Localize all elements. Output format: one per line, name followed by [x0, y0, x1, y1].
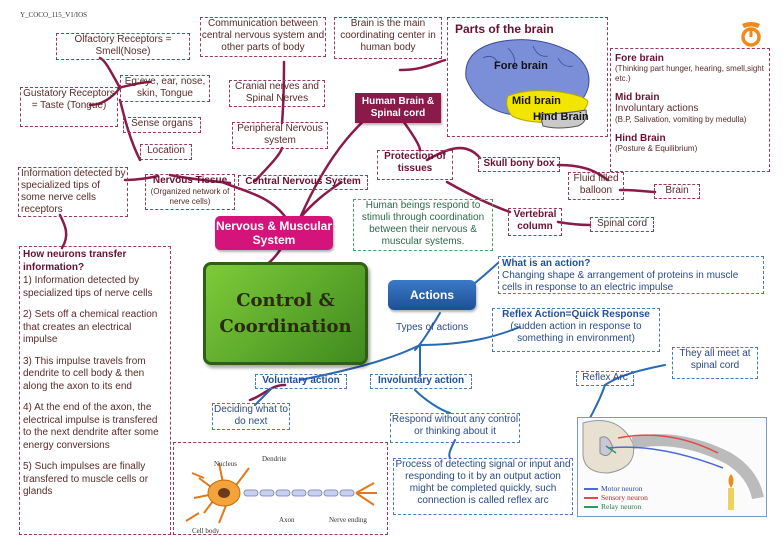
legend-sensory-text: Sensory neuron — [601, 493, 648, 502]
reflex-arc-illustration — [582, 420, 764, 510]
gustatory-box: Gustatory Receptors = Taste (Tongue) — [20, 87, 118, 127]
involuntary-box: Involuntary action — [370, 374, 472, 389]
cns-box: Central Nervous System — [238, 175, 368, 190]
brand-logo — [736, 18, 766, 48]
mid-desc2: (B.P, Salivation, vomiting by medulla) — [615, 115, 747, 124]
skull-box: Skull bony box — [478, 157, 560, 172]
nervous-tissue-title: Nervous Tissue — [152, 175, 228, 186]
legend-sensory: Sensory neuron — [584, 493, 648, 502]
reflex-arc-diagram: Motor neuron Sensory neuron Relay neuron — [577, 417, 767, 517]
process-box: Process of detecting signal or input and… — [393, 458, 573, 515]
center-title-box: Control & Coordination — [203, 262, 368, 365]
brain-mid-label: Mid brain — [512, 95, 561, 107]
mid-desc1: Involuntary actions — [615, 103, 699, 114]
transfer-step3: 3) This impulse travels from dendrite to… — [23, 355, 146, 392]
nervous-muscular-label: Nervous & Muscular System — [215, 216, 333, 250]
olfactory-box: Olfactory Receptors = Smell(Nose) — [56, 33, 190, 60]
center-title-line2: Coordination — [219, 315, 352, 337]
legend-relay-text: Relay neuron — [601, 502, 642, 511]
brain-box: Brain — [654, 184, 700, 199]
neuron-label-cell-body: Cell body — [192, 527, 220, 535]
hind-title: Hind Brain — [615, 133, 666, 144]
neuron-label-dendrite: Dendrite — [262, 455, 287, 463]
info-detected-box: Information detected by specialized tips… — [18, 167, 128, 217]
actions-label: Actions — [388, 280, 476, 310]
vertebral-box: Vertebral column — [508, 208, 562, 236]
neuron-label-axon: Axon — [279, 516, 295, 524]
actions-text: Actions — [409, 288, 454, 302]
neuron-diagram: Nucleus Dendrite Axon Nerve ending Cell … — [173, 442, 388, 535]
fore-title: Fore brain — [615, 53, 664, 64]
center-title-line1: Control & — [236, 289, 335, 311]
fluid-box: Fluid filled balloon — [568, 172, 624, 200]
legend-relay: Relay neuron — [584, 502, 648, 511]
neuron-label-nucleus: Nucleus — [214, 460, 237, 468]
deciding-box: Deciding what to do next — [212, 403, 290, 430]
types-of-actions: Types of actions — [396, 322, 469, 333]
spinal-cord-box: Spinal cord — [590, 217, 654, 232]
mid-title: Mid brain — [615, 92, 660, 103]
reflex-title: Reflex Action=Quick Response — [502, 309, 650, 320]
peripheral-box: Peripheral Nervous system — [232, 122, 328, 149]
brain-illustration — [465, 39, 590, 129]
neuron-illustration — [185, 462, 377, 524]
meet-spinal-box: They all meet at spinal cord — [672, 347, 758, 379]
transfer-step4: 4) At the end of the axon, the electrica… — [23, 402, 159, 451]
cranial-box: Cranial nerves and Spinal Nerves — [229, 80, 325, 107]
reflex-desc: (sudden action in response to something … — [510, 321, 642, 344]
brain-hind-label: Hind Brain — [533, 111, 589, 123]
sense-organs-box: Sense organs — [123, 117, 201, 133]
parts-title: Parts of the brain — [455, 22, 554, 36]
transfer-step1: 1) Information detected by specialized t… — [23, 275, 153, 299]
parts-of-brain-box: Parts of the brain Fore brain Mid brain … — [447, 17, 608, 137]
nervous-tissue-sub: (Organized network of nerve cells) — [150, 187, 230, 206]
reflex-arc-box: Reflex Arc — [576, 371, 634, 386]
transfer-step2: 2) Sets off a chemical reaction that cre… — [23, 309, 158, 345]
human-brain-label: Human Brain & Spinal cord — [355, 93, 441, 123]
legend-motor-text: Motor neuron — [601, 484, 643, 493]
reflex-action-box: Reflex Action=Quick Response (sudden act… — [492, 308, 660, 352]
legend-motor: Motor neuron — [584, 484, 648, 493]
transfer-step5: 5) Such impulses are finally transfered … — [23, 461, 149, 497]
brain-main-center-box: Brain is the main coordinating center in… — [334, 17, 442, 59]
nervous-tissue-box: Nervous Tissue (Organized network of ner… — [145, 174, 235, 210]
location-box: Location — [140, 144, 192, 160]
what-action-title: What is an action? — [502, 258, 591, 269]
fore-desc: (Thinking part hunger, hearing, smell,si… — [615, 64, 764, 83]
hind-desc: (Posture & Equilibrium) — [615, 144, 698, 153]
what-action-box: What is an action? Changing shape & arra… — [498, 256, 764, 294]
nervous-muscular-text: Nervous & Muscular System — [215, 219, 333, 247]
communication-box: Communication between central nervous sy… — [200, 17, 326, 57]
human-brain-text: Human Brain & Spinal cord — [361, 96, 435, 119]
document-code: Y_COCO_115_V1/IOS — [20, 11, 88, 19]
what-action-desc: Changing shape & arrangement of proteins… — [502, 270, 739, 293]
voluntary-box: Voluntary action — [255, 374, 347, 389]
brain-parts-desc-box: Fore brain (Thinking part hunger, hearin… — [610, 48, 770, 172]
transfer-title: How neurons transfer information? — [23, 249, 127, 273]
respond-without-box: Respond without any control or thinking … — [390, 413, 520, 443]
neuron-label-nerve-ending: Nerve ending — [329, 516, 367, 524]
brain-fore-label: Fore brain — [494, 60, 548, 72]
eg-box: Eg:eye, ear, nose, skin, Tongue — [120, 75, 210, 102]
protection-box: Protection of tissues — [377, 150, 453, 180]
transfer-box: How neurons transfer information? 1) Inf… — [19, 246, 171, 535]
respond-note-box: Human beings respond to stimuli through … — [353, 199, 493, 251]
